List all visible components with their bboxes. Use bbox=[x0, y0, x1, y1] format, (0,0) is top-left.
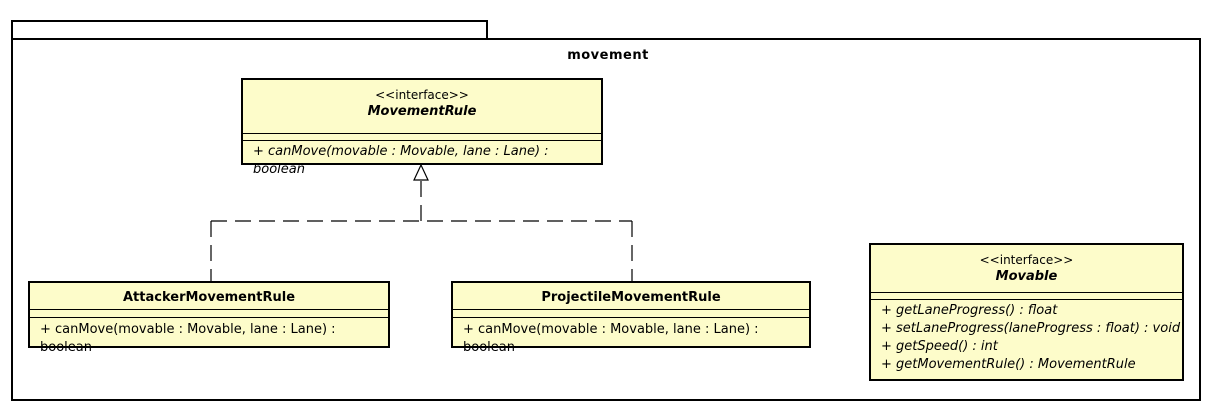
class-name: ProjectileMovementRule bbox=[541, 290, 721, 305]
operation-get-movement-rule: + getMovementRule() : MovementRule bbox=[881, 357, 1136, 372]
operation-get-lane-progress: + getLaneProgress() : float bbox=[881, 303, 1058, 318]
package-name: movement bbox=[567, 48, 649, 63]
class-name: AttackerMovementRule bbox=[122, 290, 296, 305]
operation-can-move: + canMove(movable : Movable, lane : Lane… bbox=[253, 144, 549, 177]
stereotype-label: <<interface>> bbox=[375, 88, 469, 102]
class-projectile-movement-rule[interactable]: ProjectileMovementRule + canMove(movable… bbox=[451, 281, 811, 355]
operation-can-move: + canMove(movable : Movable, lane : Lane… bbox=[463, 322, 759, 355]
operation-can-move: + canMove(movable : Movable, lane : Lane… bbox=[40, 322, 336, 355]
class-name: MovementRule bbox=[367, 104, 477, 119]
realization-arrowhead bbox=[413, 163, 429, 181]
operation-get-speed: + getSpeed() : int bbox=[881, 339, 998, 354]
class-movement-rule[interactable]: <<interface>> MovementRule + canMove(mov… bbox=[241, 78, 603, 177]
class-movable[interactable]: <<interface>> Movable + getLaneProgress(… bbox=[869, 243, 1184, 381]
class-name: Movable bbox=[995, 269, 1058, 284]
package-tab bbox=[11, 20, 488, 38]
class-attacker-movement-rule[interactable]: AttackerMovementRule + canMove(movable :… bbox=[28, 281, 390, 355]
stereotype-label: <<interface>> bbox=[979, 253, 1074, 267]
operation-set-lane-progress: + setLaneProgress(laneProgress : float) … bbox=[881, 321, 1181, 336]
